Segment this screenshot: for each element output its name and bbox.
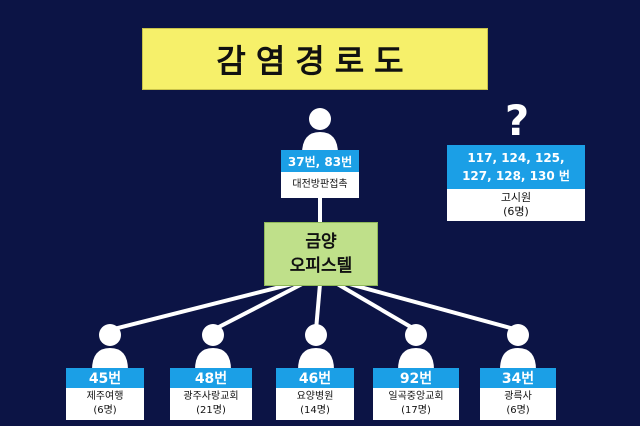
case-desc: 광륵사 (6명)	[480, 388, 556, 420]
case-card-45: 45번 제주여행 (6명)	[66, 368, 144, 420]
case-number: 46번	[276, 368, 354, 388]
unknown-group-card: 117, 124, 125, 127, 128, 130 번 고시원 (6명)	[447, 145, 585, 221]
page-title: 감염경로도	[142, 28, 488, 90]
case-card-46: 46번 요양병원 (14명)	[276, 368, 354, 420]
person-icon-48	[195, 324, 231, 370]
unknown-numbers-line2: 127, 128, 130 번	[462, 169, 570, 183]
unknown-group-count: (6명)	[503, 205, 529, 218]
case-desc: 일곡중앙교회 (17명)	[373, 388, 459, 420]
person-icon-92	[398, 324, 434, 370]
case-label: 제주여행	[86, 391, 124, 402]
case-count: (21명)	[196, 405, 226, 416]
question-mark-icon: ?	[504, 96, 530, 145]
hub-line1: 금양	[305, 232, 337, 252]
case-count: (6명)	[93, 405, 117, 416]
case-desc: 광주사랑교회 (21명)	[170, 388, 252, 420]
top-case-card: 37번, 83번 대전방판접촉	[281, 150, 359, 198]
top-case-number: 37번, 83번	[281, 150, 359, 172]
case-count: (6명)	[506, 405, 530, 416]
case-number: 92번	[373, 368, 459, 388]
connector-34	[341, 280, 519, 332]
case-card-48: 48번 광주사랑교회 (21명)	[170, 368, 252, 420]
top-case-label: 대전방판접촉	[281, 172, 359, 198]
person-icon-34	[500, 324, 536, 370]
unknown-group-numbers: 117, 124, 125, 127, 128, 130 번	[447, 145, 585, 189]
person-icon-46	[298, 324, 334, 370]
person-icon-45	[92, 324, 128, 370]
case-count: (17명)	[401, 405, 431, 416]
unknown-numbers-line1: 117, 124, 125,	[467, 151, 565, 165]
case-card-92: 92번 일곡중앙교회 (17명)	[373, 368, 459, 420]
case-label: 요양병원	[296, 391, 334, 402]
case-number: 45번	[66, 368, 144, 388]
case-card-34: 34번 광륵사 (6명)	[480, 368, 556, 420]
connector-45	[109, 280, 301, 332]
case-number: 48번	[170, 368, 252, 388]
case-desc: 요양병원 (14명)	[276, 388, 354, 420]
person-icon-top	[302, 108, 338, 154]
case-label: 광주사랑교회	[183, 391, 239, 402]
case-label: 일곡중앙교회	[388, 391, 444, 402]
connector-46	[314, 283, 322, 331]
case-label: 광륵사	[504, 391, 532, 402]
unknown-group-desc: 고시원 (6명)	[447, 189, 585, 221]
case-desc: 제주여행 (6명)	[66, 388, 144, 420]
connector-92	[332, 280, 418, 332]
case-number: 34번	[480, 368, 556, 388]
unknown-group-label: 고시원	[500, 191, 532, 204]
hub-line2: 오피스텔	[289, 256, 353, 276]
case-count: (14명)	[300, 405, 330, 416]
hub-box: 금양 오피스텔	[264, 222, 378, 286]
connector-48	[212, 280, 307, 332]
